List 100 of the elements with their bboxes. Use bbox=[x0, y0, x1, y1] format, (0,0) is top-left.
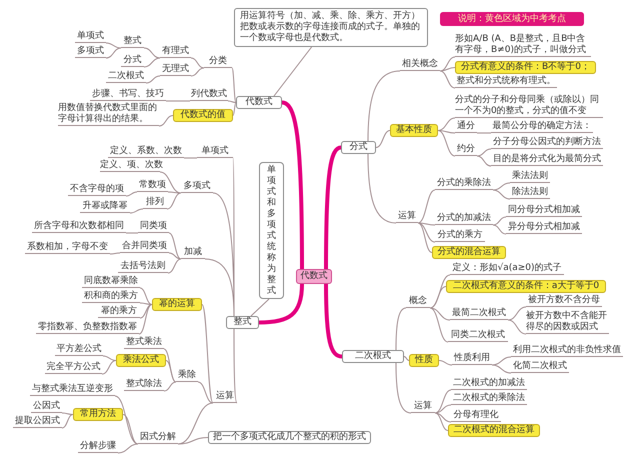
topic-label: 平方差公式 bbox=[55, 344, 103, 356]
note-banner: 说明：黄色区域为中考考点 bbox=[440, 12, 584, 26]
branch-line bbox=[440, 56, 456, 72]
topic-label: 利用二次根式的非负性求值 bbox=[511, 345, 623, 357]
topic-label: 二次根式 bbox=[106, 71, 146, 83]
branch-line bbox=[250, 298, 270, 316]
branch-line bbox=[198, 382, 214, 404]
topic-label: 同类二次根式 bbox=[448, 330, 508, 342]
topic-label: 二次根式的加减法 bbox=[451, 378, 527, 390]
topic-label: 零指数幂、负整数指数幂 bbox=[36, 322, 139, 334]
branch-line bbox=[190, 68, 204, 76]
topic-label: 同分母分式相加减 bbox=[506, 205, 582, 217]
highlighted-topic: 常用方法 bbox=[73, 408, 123, 421]
branch-line bbox=[404, 356, 410, 361]
topic-box: 二次根式 bbox=[342, 350, 404, 363]
topic-label: 被开方数中不含能开得尽的因数或因式 bbox=[526, 311, 609, 334]
branch-line bbox=[232, 68, 236, 103]
highlighted-topic: 二次根式有意义的条件：a大于等于0 bbox=[446, 280, 606, 293]
topic-label: 运算 bbox=[396, 211, 418, 223]
topic-label: 分式 bbox=[121, 55, 144, 67]
branch-line bbox=[492, 356, 512, 366]
topic-label: 系数相加，字母不变 bbox=[25, 242, 110, 254]
vertical-note-box: 单项式和多项式统称为整式 bbox=[259, 162, 284, 299]
branch-line bbox=[140, 304, 152, 318]
branch-line bbox=[110, 252, 120, 254]
topic-label: 乘法法则 bbox=[510, 171, 550, 183]
branch-line bbox=[234, 328, 238, 404]
branch-line bbox=[418, 190, 436, 224]
topic-label: 公因式 bbox=[31, 401, 62, 413]
topic-label: 单项式 bbox=[197, 146, 233, 158]
central-topic: 代数式 bbox=[296, 269, 332, 284]
branch-line bbox=[202, 304, 214, 404]
topic-label: 多项式 bbox=[75, 46, 106, 58]
highlighted-topic: 幂的运算 bbox=[152, 298, 202, 311]
highlighted-topic: 代数式的值 bbox=[173, 109, 233, 122]
topic-label: 目的是将分式化为最简分式 bbox=[491, 154, 603, 166]
topic-label: 所含字母和次数都相同 bbox=[32, 221, 126, 233]
highlighted-topic: 乘法公式 bbox=[116, 354, 166, 367]
branch-line bbox=[434, 412, 448, 431]
topic-label: 定义、项、次数 bbox=[100, 160, 160, 172]
branch-line bbox=[434, 412, 452, 422]
topic-label: 化简二次根式 bbox=[511, 361, 569, 373]
definition-box: 把一个多项式化成几个整式的积的形式 bbox=[208, 431, 371, 444]
topic-label: 同底数幂乘除 bbox=[82, 276, 140, 288]
topic-label: 被开方数不含分母 bbox=[526, 295, 602, 307]
highlighted-topic: 性质 bbox=[409, 354, 439, 367]
highlighted-topic: 二次根式的混合运算 bbox=[448, 424, 540, 437]
branch-line bbox=[430, 308, 450, 320]
branch-line bbox=[178, 437, 208, 444]
highlighted-topic: 基本性质 bbox=[390, 124, 438, 137]
topic-label: 升幂或降幂 bbox=[80, 201, 130, 213]
topic-label: 列代数式 bbox=[190, 89, 228, 101]
branch-line bbox=[160, 172, 182, 194]
branch-line bbox=[114, 396, 138, 444]
branch-line bbox=[118, 444, 138, 454]
topic-label: 常数项 bbox=[137, 180, 168, 192]
branch-line bbox=[492, 364, 512, 374]
branch-line bbox=[440, 70, 456, 88]
branch-line bbox=[144, 58, 160, 68]
branch-line bbox=[418, 222, 432, 253]
topic-label: 分式的加减法 bbox=[435, 213, 493, 225]
topic-label: 性质利用 bbox=[452, 353, 492, 365]
branch-line bbox=[476, 148, 492, 156]
branch-line bbox=[190, 58, 204, 68]
topic-label: 乘除 bbox=[176, 370, 198, 382]
topic-label: 概念 bbox=[406, 296, 430, 308]
branch-line bbox=[368, 70, 400, 142]
branch-line bbox=[146, 76, 160, 84]
branch-line bbox=[168, 192, 182, 194]
branch-line bbox=[168, 258, 182, 274]
topic-label: 二次根式的乘除法 bbox=[451, 393, 527, 405]
topic-label: 去括号法则 bbox=[118, 261, 168, 273]
topic-box: 分式 bbox=[341, 141, 376, 154]
topic-label: 形如A/B (A、B是整式，且B中含有字母，B≠0)的式子，叫做分式 bbox=[455, 34, 591, 57]
topic-label: 定义、系数、次数 bbox=[108, 146, 184, 158]
topic-label: 分式的分子和分母同乘（或除以）同一个不为0的整式，分式的值不变 bbox=[455, 95, 603, 118]
topic-label: 不含字母的项 bbox=[68, 184, 126, 196]
branch-line bbox=[508, 320, 526, 334]
topic-label: 合并同类项 bbox=[120, 241, 169, 253]
topic-label: 异分母分式相加减 bbox=[506, 222, 582, 234]
branch-line bbox=[228, 100, 236, 103]
branch-line bbox=[492, 182, 510, 190]
topic-label: 约分 bbox=[455, 144, 477, 156]
branch-line bbox=[438, 360, 452, 366]
topic-box: 代数式 bbox=[236, 96, 282, 109]
branch-line bbox=[102, 360, 116, 374]
branch-line bbox=[438, 130, 456, 156]
branch-line bbox=[476, 132, 492, 134]
branch-line bbox=[492, 224, 506, 234]
topic-label: 分式的乘方 bbox=[435, 230, 485, 242]
topic-label: 有理式 bbox=[160, 46, 191, 58]
branch-line bbox=[418, 222, 436, 242]
topic-label: 运算 bbox=[411, 401, 435, 413]
topic-label: 通分 bbox=[455, 121, 477, 133]
highlighted-topic: 分式的混合运算 bbox=[432, 246, 506, 259]
branch-line bbox=[430, 286, 446, 308]
main-branch bbox=[258, 284, 304, 324]
branch-line bbox=[122, 414, 138, 444]
topic-label: 因式分解 bbox=[138, 432, 178, 444]
branch-line bbox=[106, 48, 122, 58]
